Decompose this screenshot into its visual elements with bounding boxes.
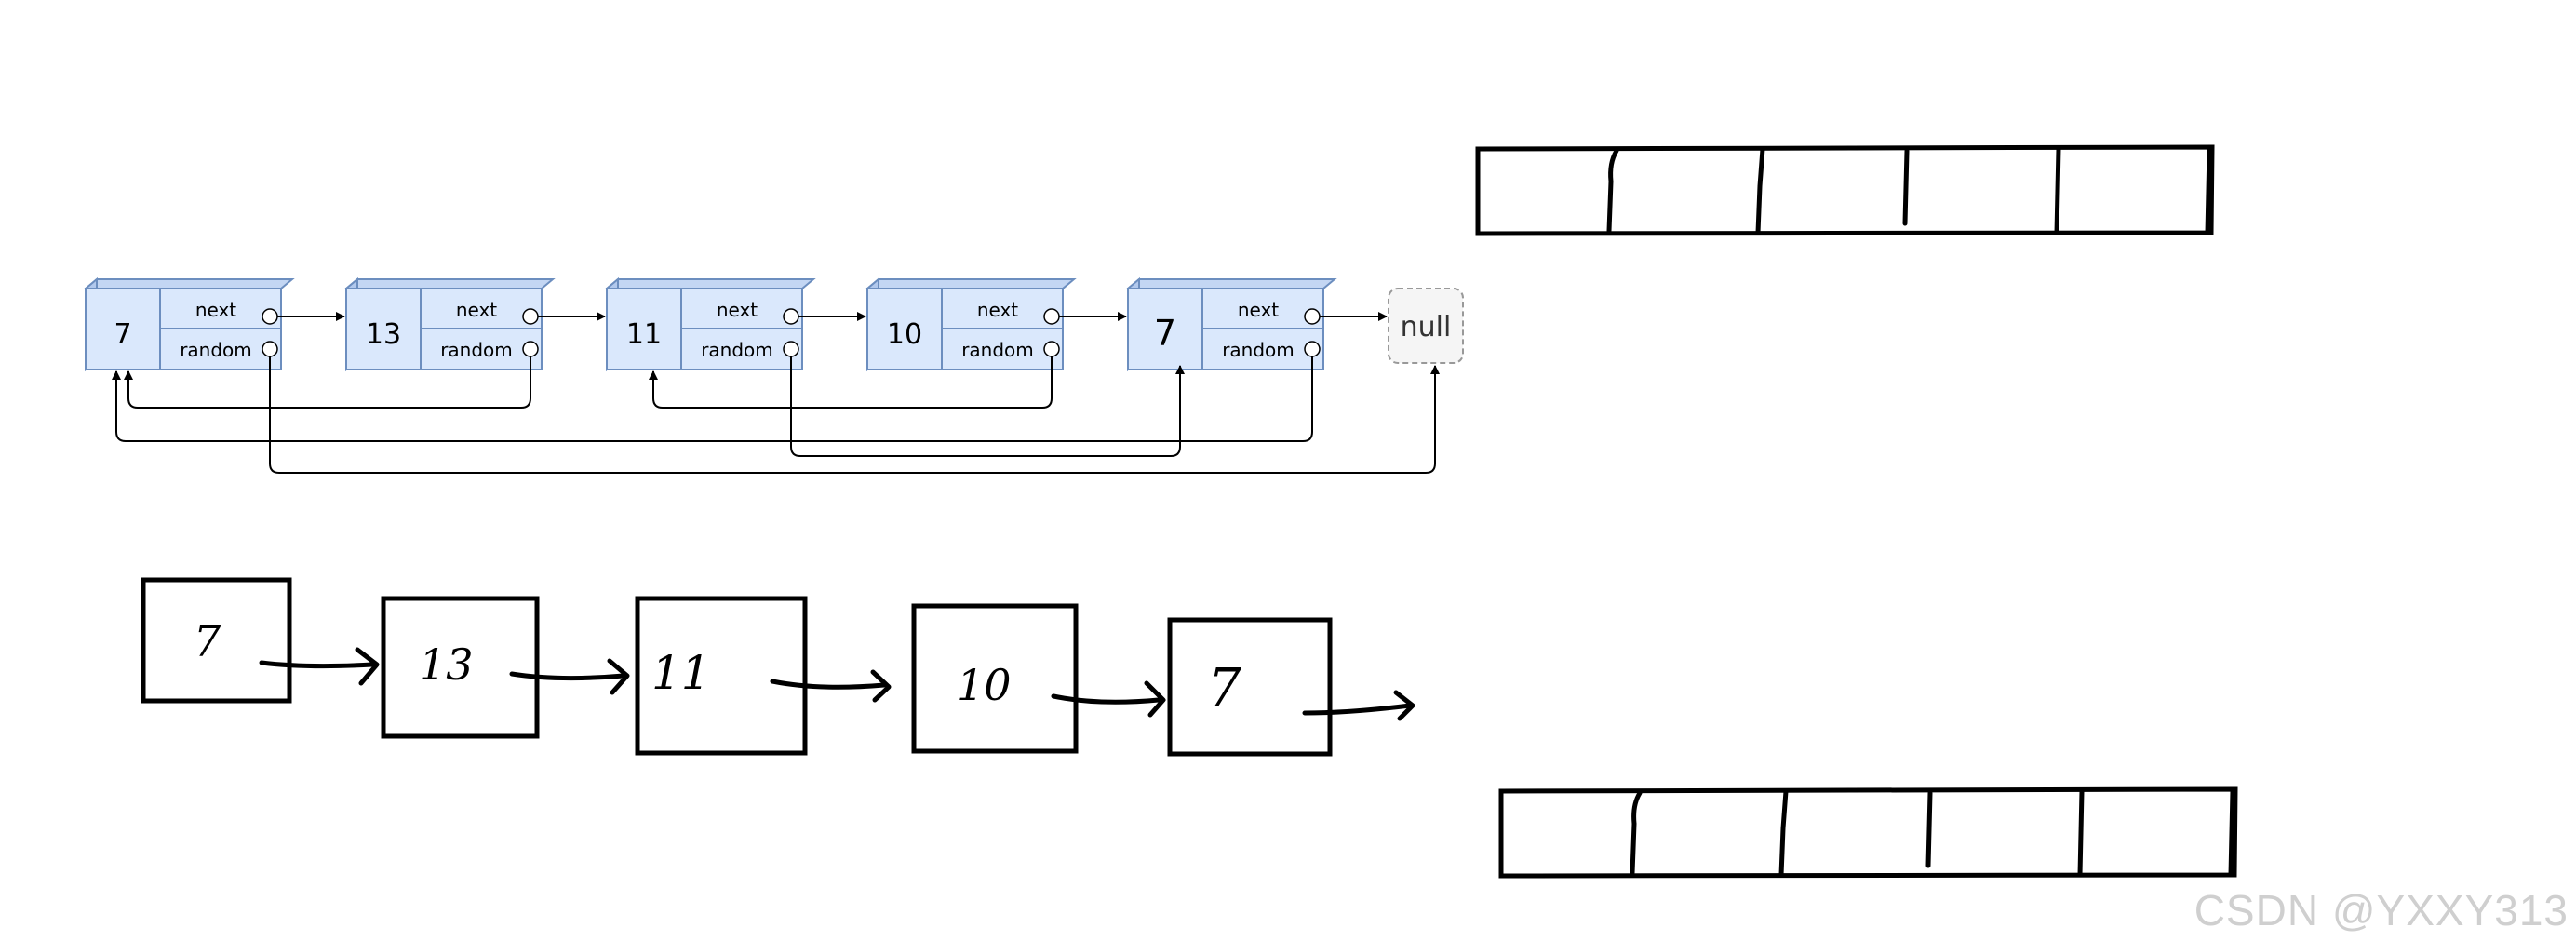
random-pointer-dot [262,341,278,357]
array-cell-divider [1606,148,1619,234]
node-value: 10 [887,318,922,351]
list-node: 7 next random [83,276,295,372]
watermark: CSDN @YXXY313 [2194,886,2569,934]
random-pointer-dot [1043,341,1060,357]
list-node: 13 next random [343,276,556,372]
node-value: 13 [366,318,401,351]
sketch-box: 7 [141,577,292,704]
sketch-arrow [770,669,892,703]
random-pointer-dot [783,341,799,357]
random-pointer-dot [1304,341,1321,357]
next-field-label: next [195,299,236,321]
next-pointer-dot [1304,308,1321,325]
array-cell-divider [1902,148,1910,226]
random-arrow [790,356,1185,457]
hand-drawn-array-bottom [1498,786,2238,879]
next-pointer-dot [262,308,278,325]
sketch-box-value: 11 [651,646,711,700]
list-node: 11 next random [604,276,816,372]
sketch-arrow [259,647,380,686]
list-node: 7 next random [1125,276,1337,372]
node-value: 7 [1154,313,1176,354]
list-node: 10 next random [865,276,1077,372]
linked-list-diagram: 7 next random 13 next random 11 [83,276,1464,474]
sketch-box: 7 [1167,617,1333,757]
random-field-label: random [180,339,252,361]
sketch-arrow [1051,680,1166,718]
next-pointer-dot [1043,308,1060,325]
node-value: 7 [114,318,131,351]
sketch-arrow [1302,690,1415,721]
array-cell-divider [2054,146,2061,235]
array-cell-divider [1778,788,1789,878]
next-pointer-dot [522,308,539,325]
random-arrow [112,356,1313,442]
node-value: 11 [626,318,662,351]
random-field-label: random [701,339,773,361]
null-node: null [1388,288,1464,364]
random-arrows [112,356,1440,474]
hand-drawn-array-top [1475,144,2215,236]
sketch-box-value: 7 [194,616,221,666]
random-field-label: random [440,339,513,361]
sketch-box: 13 [381,596,540,739]
random-arrow [124,356,531,409]
sketch-box-value: 10 [957,660,1012,710]
sketch-box-value: 7 [1208,658,1241,719]
sketch-arrow [509,658,630,695]
random-pointer-dot [522,341,539,357]
next-field-label: next [1238,299,1279,321]
next-pointer-dot [783,308,799,325]
array-cell-divider [1925,790,1933,868]
array-cell-divider [2077,788,2085,878]
random-arrow [649,356,1053,409]
sketch-list: 7 13 11 10 7 [141,577,1333,757]
sketch-arrows [259,647,1415,721]
random-field-label: random [1222,339,1295,361]
random-field-label: random [961,339,1034,361]
null-label: null [1401,311,1452,343]
sketch-box: 10 [911,603,1079,754]
array-cell-divider [1630,790,1643,876]
sketch-box-value: 13 [419,639,474,690]
random-arrow [269,356,1440,474]
array-cell-divider [1755,146,1765,235]
next-field-label: next [456,299,497,321]
array-cell-divider [2228,788,2235,878]
array-cell-divider [2205,146,2212,235]
next-field-label: next [717,299,758,321]
sketch-box: 11 [635,596,808,756]
next-field-label: next [977,299,1018,321]
